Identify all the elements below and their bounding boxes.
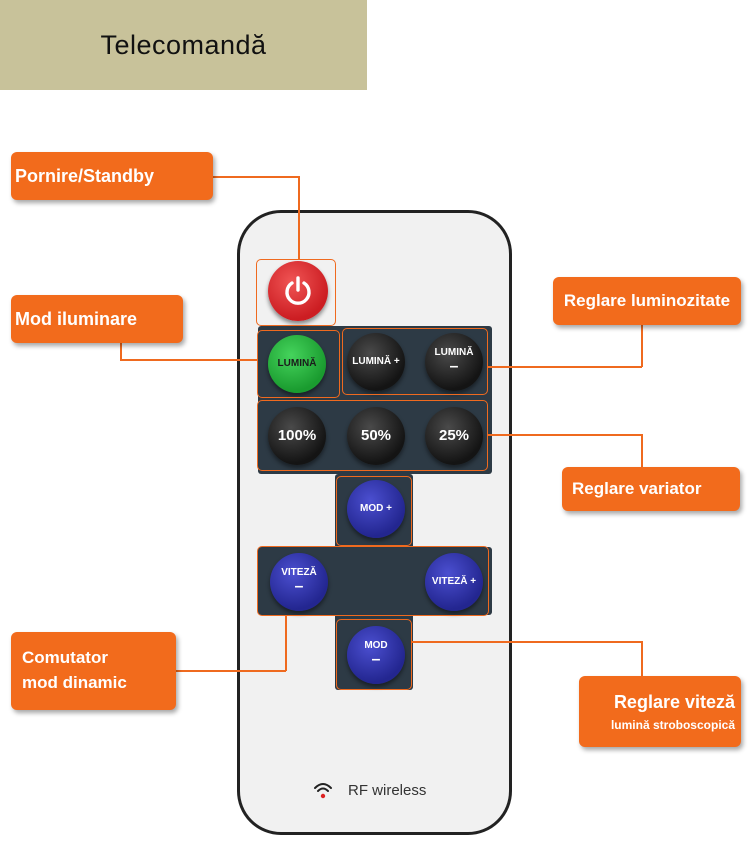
callout-light-mode: Mod iluminare [11, 295, 183, 343]
callout-speed-line1: Reglare viteză [613, 692, 735, 712]
callout-brightness: Reglare luminozitate [553, 277, 741, 325]
callout-dimmer: Reglare variator [562, 467, 740, 511]
callout-dynamic-line2: mod dinamic [22, 673, 127, 692]
mode-plus-button[interactable]: MOD + [347, 480, 405, 538]
power-connector-v [298, 176, 300, 260]
brightness-plus-button[interactable]: LUMINĂ + [347, 333, 405, 391]
light-mode-connector-h [120, 359, 258, 361]
dimmer-connector-h [488, 434, 642, 436]
brightness-minus-label: LUMINĂ [434, 346, 474, 358]
dimmer-100-button[interactable]: 100% [268, 407, 326, 465]
mode-minus-label: MOD [364, 639, 388, 651]
callout-speed: Reglare viteză lumină stroboscopică [579, 676, 741, 747]
callout-dynamic-mode: Comutator mod dinamic [11, 632, 176, 710]
brightness-plus-label: LUMINĂ + [352, 355, 400, 367]
dimmer-25-label: 25% [438, 427, 470, 445]
light-mode-highlight-box [257, 330, 340, 398]
page-title: Telecomandă [100, 29, 267, 60]
speed-highlight-box [257, 546, 489, 616]
callout-light-mode-text: Mod iluminare [15, 308, 138, 329]
power-connector-h [213, 176, 299, 178]
speed-plus-label: VITEZĂ + [431, 575, 477, 587]
power-button[interactable] [268, 261, 328, 321]
mode-plus-label: MOD + [360, 502, 392, 514]
mode-minus-button[interactable]: MOD – [347, 626, 405, 684]
callout-dynamic-line1: Comutator [22, 648, 108, 668]
brightness-minus-sign: – [449, 358, 459, 376]
speed-connector-v [641, 641, 643, 676]
wireless-icon [314, 783, 332, 799]
speed-plus-button[interactable]: VITEZĂ + [425, 553, 483, 611]
mode-plus-highlight-box [336, 476, 412, 546]
speed-minus-button[interactable]: VITEZĂ – [270, 553, 328, 611]
callout-power-text: Pornire/Standby [15, 165, 155, 186]
dimmer-connector-v [641, 434, 643, 467]
speed-minus-label: VITEZĂ [281, 566, 317, 578]
power-highlight-box [256, 259, 336, 326]
callout-speed-line2: lumină stroboscopică [610, 718, 735, 732]
power-icon [285, 276, 311, 305]
rf-wireless-label-group: RF wireless [312, 779, 426, 801]
speed-connector-h [412, 641, 642, 643]
brightness-connector-h [488, 366, 642, 368]
dimmer-50-button[interactable]: 50% [347, 407, 405, 465]
dimmer-50-label: 50% [360, 427, 392, 445]
header-banner: Telecomandă [0, 0, 367, 90]
brightness-highlight-box [342, 328, 488, 395]
callout-brightness-text: Reglare luminozitate [563, 291, 731, 310]
callout-dimmer-text: Reglare variator [572, 479, 702, 498]
dimmer-25-button[interactable]: 25% [425, 407, 483, 465]
light-mode-label: LUMINĂ [277, 357, 317, 369]
rf-wireless-text: RF wireless [348, 781, 427, 799]
light-mode-button[interactable]: LUMINĂ [268, 335, 326, 393]
light-mode-connector-v [120, 343, 122, 360]
brightness-connector-v [641, 325, 643, 367]
speed-minus-sign: – [294, 578, 304, 596]
mode-minus-sign: – [371, 651, 381, 669]
mode-minus-highlight-box [336, 619, 412, 690]
dimmer-highlight-box [257, 400, 488, 471]
brightness-minus-button[interactable]: LUMINĂ – [425, 333, 483, 391]
callout-power: Pornire/Standby [11, 152, 213, 200]
dynamic-connector-v [285, 616, 287, 671]
dimmer-100-label: 100% [277, 427, 317, 445]
dynamic-connector-h [176, 670, 286, 672]
